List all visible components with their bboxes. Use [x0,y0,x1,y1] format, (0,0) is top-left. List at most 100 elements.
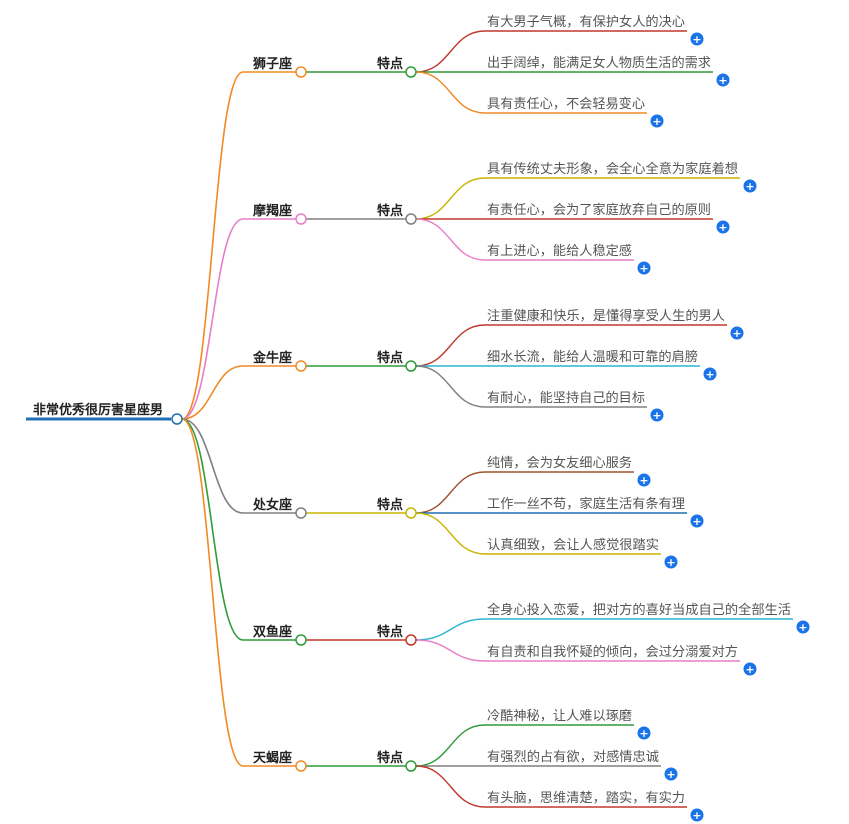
branch-connector [181,365,244,420]
leaf-node[interactable]: 有头脑，思维清楚，踏实，有实力 [487,791,685,806]
branch-node[interactable]: 金牛座 [252,350,292,366]
branch-node[interactable]: 摩羯座 [253,203,292,219]
expand-symbol: + [692,809,701,822]
leaf-node[interactable]: 有耐心，能坚持自己的目标 [487,390,645,406]
expand-plus-icon[interactable]: + [637,473,651,488]
branch-node[interactable]: 狮子座 [252,56,292,72]
feature-toggle-icon[interactable] [405,760,417,772]
feature-node[interactable]: 特点 [377,203,403,219]
branch-label: 摩羯座 [253,203,292,219]
feature-node[interactable]: 特点 [377,750,403,766]
expand-symbol: + [718,74,727,87]
expand-symbol: + [666,556,675,569]
feature-toggle-icon[interactable] [405,66,417,78]
expand-plus-icon[interactable]: + [637,726,651,741]
expand-plus-icon[interactable]: + [703,367,717,382]
leaf-node[interactable]: 细水长流，能给人温暖和可靠的肩膀 [487,349,698,365]
root-node[interactable]: 非常优秀很厉害星座男 [26,402,171,421]
branch-connector [181,218,244,420]
feature-label: 特点 [377,56,403,72]
leaf-node[interactable]: 具有责任心，不会轻易变心 [487,96,645,112]
expand-plus-icon[interactable]: + [690,808,704,823]
leaf-label: 有耐心，能坚持自己的目标 [487,390,645,406]
branch-node[interactable]: 处女座 [252,497,292,513]
branch-toggle-icon[interactable] [295,360,307,372]
leaf-label: 出手阔绰，能满足女人物质生活的需求 [487,55,711,71]
feature-node[interactable]: 特点 [377,350,403,366]
expand-plus-icon[interactable]: + [690,32,704,47]
expand-symbol: + [666,768,675,781]
branch-node[interactable]: 天蝎座 [253,750,292,766]
leaf-label: 纯情，会为女友细心服务 [487,455,632,471]
leaf-connector [415,471,486,514]
expand-plus-icon[interactable]: + [716,220,730,235]
feature-toggle-icon[interactable] [405,634,417,646]
leaf-connector [415,71,486,114]
expand-plus-icon[interactable]: + [664,555,678,570]
leaf-label: 注重健康和快乐，是懂得享受人生的男人 [487,308,725,324]
expand-symbol: + [718,221,727,234]
expand-plus-icon[interactable]: + [796,620,810,635]
node-layer: 非常优秀很厉害星座男狮子座特点有大男子气概，有保护女人的决心+出手阔绰，能满足女… [26,14,810,822]
expand-symbol: + [692,33,701,46]
leaf-node[interactable]: 出手阔绰，能满足女人物质生活的需求 [487,55,711,71]
leaf-connector [415,324,486,367]
leaf-node[interactable]: 全身心投入恋爱，把对方的喜好当成自己的全部生活 [487,602,791,618]
leaf-node[interactable]: 有强烈的占有欲，对感情忠诚 [487,749,659,765]
leaf-label: 认真细致，会让人感觉很踏实 [487,537,659,553]
expand-plus-icon[interactable]: + [730,326,744,341]
leaf-node[interactable]: 有责任心，会为了家庭放弃自己的原则 [487,202,711,218]
branch-toggle-icon[interactable] [295,634,307,646]
expand-symbol: + [798,621,807,634]
expand-symbol: + [639,727,648,740]
connector-layer [181,30,793,808]
branch-node[interactable]: 双鱼座 [253,624,292,640]
feature-node[interactable]: 特点 [377,497,403,513]
branch-toggle-icon[interactable] [295,213,307,225]
feature-label: 特点 [377,624,403,640]
leaf-node[interactable]: 有自责和自我怀疑的倾向，会过分溺爱对方 [487,644,738,660]
leaf-connector [415,365,486,408]
feature-toggle-icon[interactable] [405,213,417,225]
feature-label: 特点 [377,350,403,366]
branch-label: 天蝎座 [253,750,292,766]
feature-label: 特点 [377,203,403,219]
expand-plus-icon[interactable]: + [743,179,757,194]
expand-plus-icon[interactable]: + [650,114,664,129]
expand-plus-icon[interactable]: + [637,261,651,276]
leaf-label: 具有责任心，不会轻易变心 [487,96,645,112]
leaf-node[interactable]: 有大男子气概，有保护女人的决心 [487,14,685,30]
leaf-label: 有上进心，能给人稳定感 [487,243,632,259]
branch-toggle-icon[interactable] [295,760,307,772]
leaf-label: 有自责和自我怀疑的倾向，会过分溺爱对方 [487,644,738,660]
expand-symbol: + [652,409,661,422]
feature-toggle-icon[interactable] [405,507,417,519]
leaf-node[interactable]: 认真细致，会让人感觉很踏实 [487,537,659,553]
branch-toggle-icon[interactable] [295,507,307,519]
root-toggle-icon[interactable] [171,413,183,425]
leaf-label: 有大男子气概，有保护女人的决心 [487,14,685,30]
leaf-connector [415,724,486,767]
leaf-node[interactable]: 纯情，会为女友细心服务 [487,455,632,471]
leaf-node[interactable]: 工作一丝不苟，家庭生活有条有理 [487,496,685,512]
feature-node[interactable]: 特点 [377,624,403,640]
leaf-label: 细水长流，能给人温暖和可靠的肩膀 [487,349,698,365]
leaf-node[interactable]: 注重健康和快乐，是懂得享受人生的男人 [487,308,725,324]
expand-symbol: + [732,327,741,340]
leaf-node[interactable]: 冷酷神秘，让人难以琢磨 [487,709,632,724]
leaf-connector [415,218,486,261]
feature-node[interactable]: 特点 [377,56,403,72]
branch-toggle-icon[interactable] [295,66,307,78]
leaf-connector [415,177,486,220]
expand-plus-icon[interactable]: + [716,73,730,88]
expand-plus-icon[interactable]: + [664,767,678,782]
branch-connector [181,418,244,641]
leaf-node[interactable]: 有上进心，能给人稳定感 [487,243,632,259]
expand-symbol: + [692,515,701,528]
feature-toggle-icon[interactable] [405,360,417,372]
branch-connector [181,418,244,514]
expand-plus-icon[interactable]: + [743,662,757,677]
expand-plus-icon[interactable]: + [650,408,664,423]
expand-plus-icon[interactable]: + [690,514,704,529]
leaf-node[interactable]: 具有传统丈夫形象，会全心全意为家庭着想 [487,161,738,177]
